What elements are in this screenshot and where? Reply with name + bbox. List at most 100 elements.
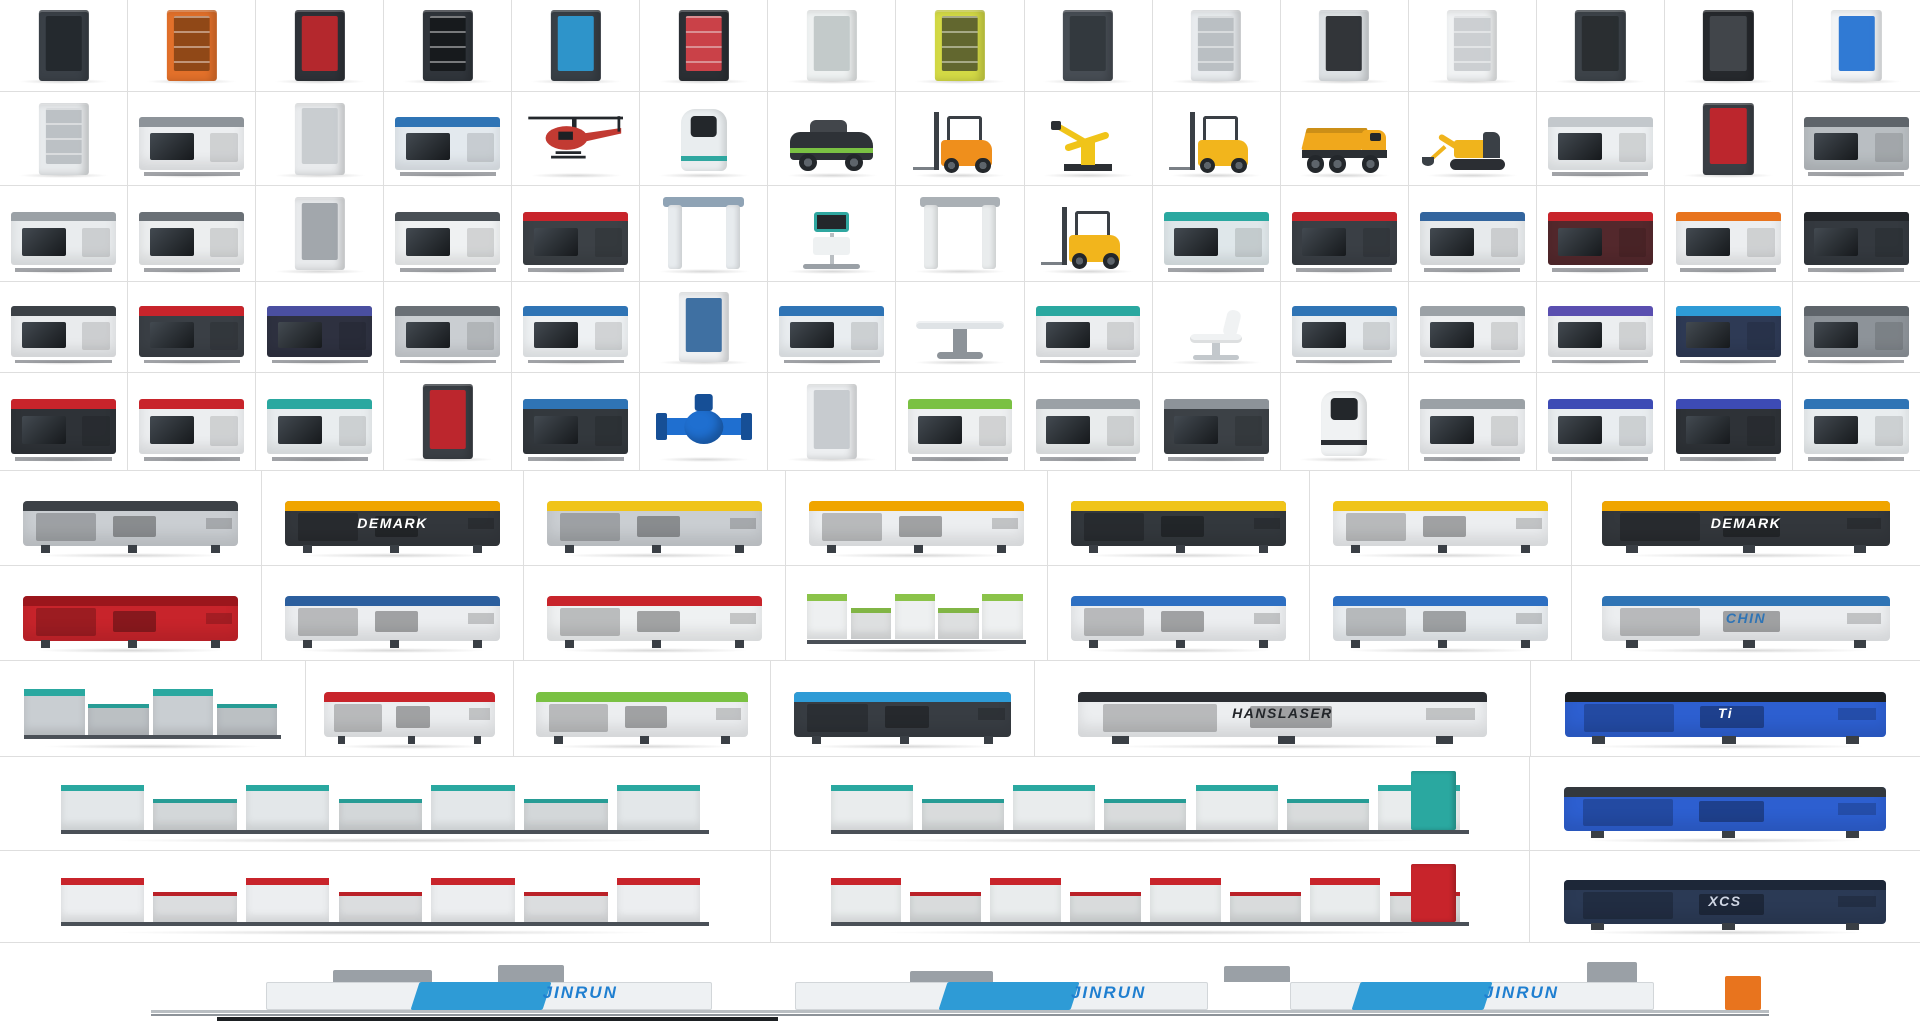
machine-tile-dark-machine-yellow-trim[interactable]: [1048, 471, 1310, 565]
machine-tile-blue-dark-machine[interactable]: [512, 373, 641, 470]
machine-tile-lab-fume-hood[interactable]: [1536, 92, 1665, 185]
machine-tile-hanslaser-cutting-machine[interactable]: HANSLASER: [1035, 661, 1531, 756]
machine-tile-green-conveyor-line[interactable]: [786, 566, 1048, 660]
machine-tile-industrial-3d-printer[interactable]: [640, 282, 769, 372]
machine-tile-tool-drawer-cabinet[interactable]: [0, 92, 129, 185]
machine-tile-blue-white-machine[interactable]: [512, 282, 641, 372]
machine-tile-orange-pallet-stacker[interactable]: [896, 92, 1025, 185]
machine-tile-beverage-cooler[interactable]: [384, 0, 513, 91]
machine-tile-dark-cabinet-blue-trim[interactable]: [512, 0, 641, 91]
machine-tile-blue-white-lab-machine[interactable]: [1792, 0, 1920, 91]
machine-tile-gray-storage-cabinet[interactable]: [1024, 0, 1153, 91]
machine-tile-large-dark-machine[interactable]: [1792, 186, 1920, 281]
machine-tile-blue-panel-wide-machine[interactable]: [1530, 757, 1920, 850]
machine-tile-orange-vending-machine[interactable]: [128, 0, 257, 91]
machine-tile-white-machine-dark-doors[interactable]: [128, 186, 257, 281]
machine-tile-benchtop-cnc-machine[interactable]: [128, 92, 257, 185]
machine-tile-red-production-line-middle[interactable]: [771, 851, 1530, 942]
machine-tile-white-display-fridge[interactable]: [1408, 0, 1537, 91]
machine-tile-red-white-extruder[interactable]: [128, 373, 257, 470]
machine-tile-kiosk-with-display[interactable]: [1280, 0, 1409, 91]
machine-tile-blue-injection-machine[interactable]: [262, 566, 524, 660]
machine-tile-red-helicopter[interactable]: [512, 92, 641, 185]
machine-tile-white-machine-gray-doors[interactable]: [1408, 282, 1537, 372]
machine-tile-agv-service-robot[interactable]: [640, 92, 769, 185]
machine-tile-vmc-machine-white[interactable]: [384, 186, 513, 281]
machine-tile-production-line-middle[interactable]: [771, 757, 1530, 850]
machine-tile-multi-unit-lab-machines[interactable]: [1792, 373, 1920, 470]
machine-tile-red-production-line-left[interactable]: [0, 851, 771, 942]
machine-tile-xray-baggage-scanner[interactable]: [1152, 373, 1281, 470]
machine-tile-operating-table[interactable]: [896, 282, 1025, 372]
machine-tile-smart-vending-cabinet[interactable]: [0, 0, 129, 91]
machine-tile-packaging-machine[interactable]: [1024, 373, 1153, 470]
machine-tile-xcs-dark-blue-machine[interactable]: XCS: [1530, 851, 1920, 942]
machine-tile-low-line-machine-teal[interactable]: [0, 661, 306, 756]
machine-tile-blue-machine-red-logo[interactable]: [1310, 566, 1572, 660]
machine-tile-reach-truck[interactable]: [1024, 186, 1153, 281]
machine-tile-glass-wall-machine-teal[interactable]: [1152, 186, 1281, 281]
machine-tile-dark-machine-blue-emblems[interactable]: [771, 661, 1035, 756]
machine-tile-cnc-machining-center-blue[interactable]: [384, 92, 513, 185]
machine-tile-electromagnetic-flowmeter[interactable]: [640, 373, 769, 470]
machine-tile-chin-injection-machine[interactable]: CHIN: [1572, 566, 1920, 660]
machine-tile-battery-swap-cabinet[interactable]: [896, 0, 1025, 91]
machine-tile-blow-molding-machine[interactable]: [786, 471, 1048, 565]
machine-tile-demark-injection-molder-left[interactable]: DEMARK: [262, 471, 524, 565]
machine-tile-security-body-scanner[interactable]: [896, 186, 1025, 281]
machine-tile-ultrasound-trolley[interactable]: [768, 186, 897, 281]
machine-tile-blue-machine-pair[interactable]: [1280, 282, 1409, 372]
machine-tile-laser-cutter-blue[interactable]: [1048, 566, 1310, 660]
machine-tile-red-arch-machine[interactable]: [0, 566, 262, 660]
machine-tile-green-stripe-machine[interactable]: [514, 661, 771, 756]
machine-tile-dark-red-laser-machine[interactable]: [1536, 186, 1665, 281]
machine-tile-cold-drink-vending-machine[interactable]: [640, 0, 769, 91]
machine-tile-gray-grinder[interactable]: [384, 282, 513, 372]
machine-tile-demark-injection-molder-right[interactable]: DEMARK: [1572, 471, 1920, 565]
machine-tile-dark-tower-machine-red[interactable]: [1664, 92, 1793, 185]
machine-tile-ti-blue-injection-machine[interactable]: Ti: [1531, 661, 1920, 756]
machine-tile-blue-frame-machine[interactable]: [768, 282, 897, 372]
machine-tile-teal-stripe-machine[interactable]: [1024, 282, 1153, 372]
machine-tile-wire-edm-machine[interactable]: [256, 282, 385, 372]
machine-tile-white-tower-machine[interactable]: [768, 373, 897, 470]
machine-tile-white-narrow-cabinet[interactable]: [256, 92, 385, 185]
machine-tile-dental-chair[interactable]: [1152, 282, 1281, 372]
machine-tile-red-black-lathe[interactable]: [0, 373, 129, 470]
machine-tile-white-cabinet-machine[interactable]: [256, 186, 385, 281]
machine-tile-red-cnc-machine[interactable]: [512, 186, 641, 281]
machine-tile-robotic-arm-unit[interactable]: [1024, 92, 1153, 185]
machine-tile-dark-machine-red-window[interactable]: [1280, 186, 1409, 281]
machine-tile-red-trim-machine[interactable]: [128, 282, 257, 372]
machine-tile-excavator[interactable]: [1408, 92, 1537, 185]
machine-tile-machine-with-operator-cab[interactable]: [1408, 186, 1537, 281]
machine-tile-mining-dump-truck[interactable]: [1280, 92, 1409, 185]
machine-tile-medical-imaging-device[interactable]: [1280, 373, 1409, 470]
machine-tile-yellow-forklift[interactable]: [1152, 92, 1281, 185]
machine-tile-medical-pendant-gantry[interactable]: [640, 186, 769, 281]
machine-tile-black-equipment-cabinet[interactable]: [1664, 0, 1793, 91]
machine-tile-white-slot-cabinet[interactable]: [0, 282, 129, 372]
machine-tile-injection-molder-gray[interactable]: [0, 471, 262, 565]
machine-tile-conveyor-machine-yellow[interactable]: [1310, 471, 1572, 565]
machine-tile-blue-stripe-machine[interactable]: [1536, 373, 1665, 470]
machine-tile-dark-cabinet-with-monitor[interactable]: [1536, 0, 1665, 91]
machine-tile-white-parcel-locker[interactable]: [1152, 0, 1281, 91]
machine-tile-blue-glass-pod-machine[interactable]: [1664, 282, 1793, 372]
machine-tile-teal-machine[interactable]: [256, 373, 385, 470]
machine-tile-gray-industrial-machine[interactable]: [1792, 92, 1920, 185]
machine-tile-sweeper-robot[interactable]: [768, 92, 897, 185]
machine-tile-white-line-machine[interactable]: [1408, 373, 1537, 470]
machine-tile-injection-molder-yellow[interactable]: [524, 471, 786, 565]
machine-tile-white-smart-locker[interactable]: [768, 0, 897, 91]
machine-tile-orange-trim-machine[interactable]: [1664, 186, 1793, 281]
machine-tile-white-machine-dual-window[interactable]: [0, 186, 129, 281]
machine-tile-x-series-injection-machine[interactable]: [524, 566, 786, 660]
machine-tile-production-line-left[interactable]: [0, 757, 771, 850]
machine-tile-wide-gray-machine[interactable]: [1792, 282, 1920, 372]
machine-tile-dark-blue-trim-machine[interactable]: [1664, 373, 1793, 470]
machine-tile-triple-dark-cabinets[interactable]: [384, 373, 513, 470]
machine-tile-white-red-stripe-machine[interactable]: [306, 661, 514, 756]
machine-tile-filling-machine[interactable]: [896, 373, 1025, 470]
